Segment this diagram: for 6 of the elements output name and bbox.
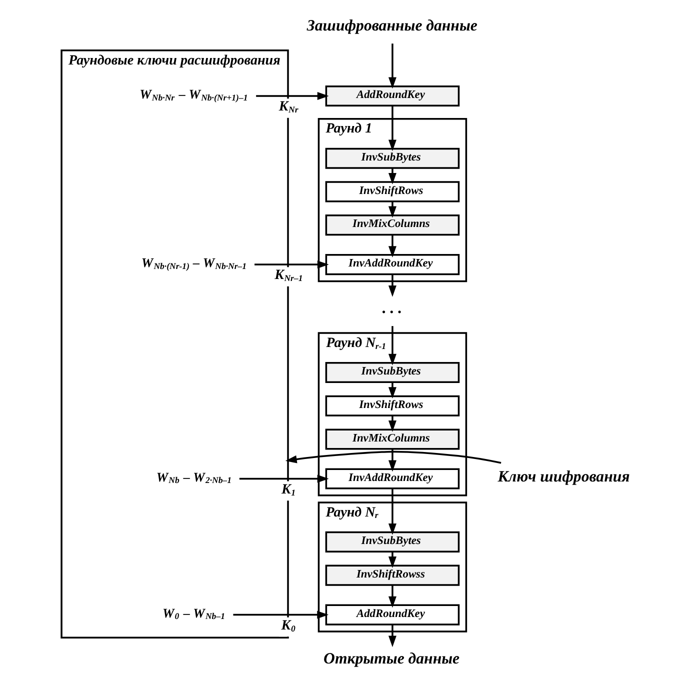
node-text: Зашифрованные данные — [306, 18, 478, 35]
edge-label: KNr–1 — [274, 267, 303, 284]
edge-label: KNr — [278, 98, 298, 115]
node-text: Ключ шифрования — [498, 468, 630, 486]
node-text: . . . — [382, 300, 402, 318]
node-text: Открытые данные — [324, 650, 460, 668]
